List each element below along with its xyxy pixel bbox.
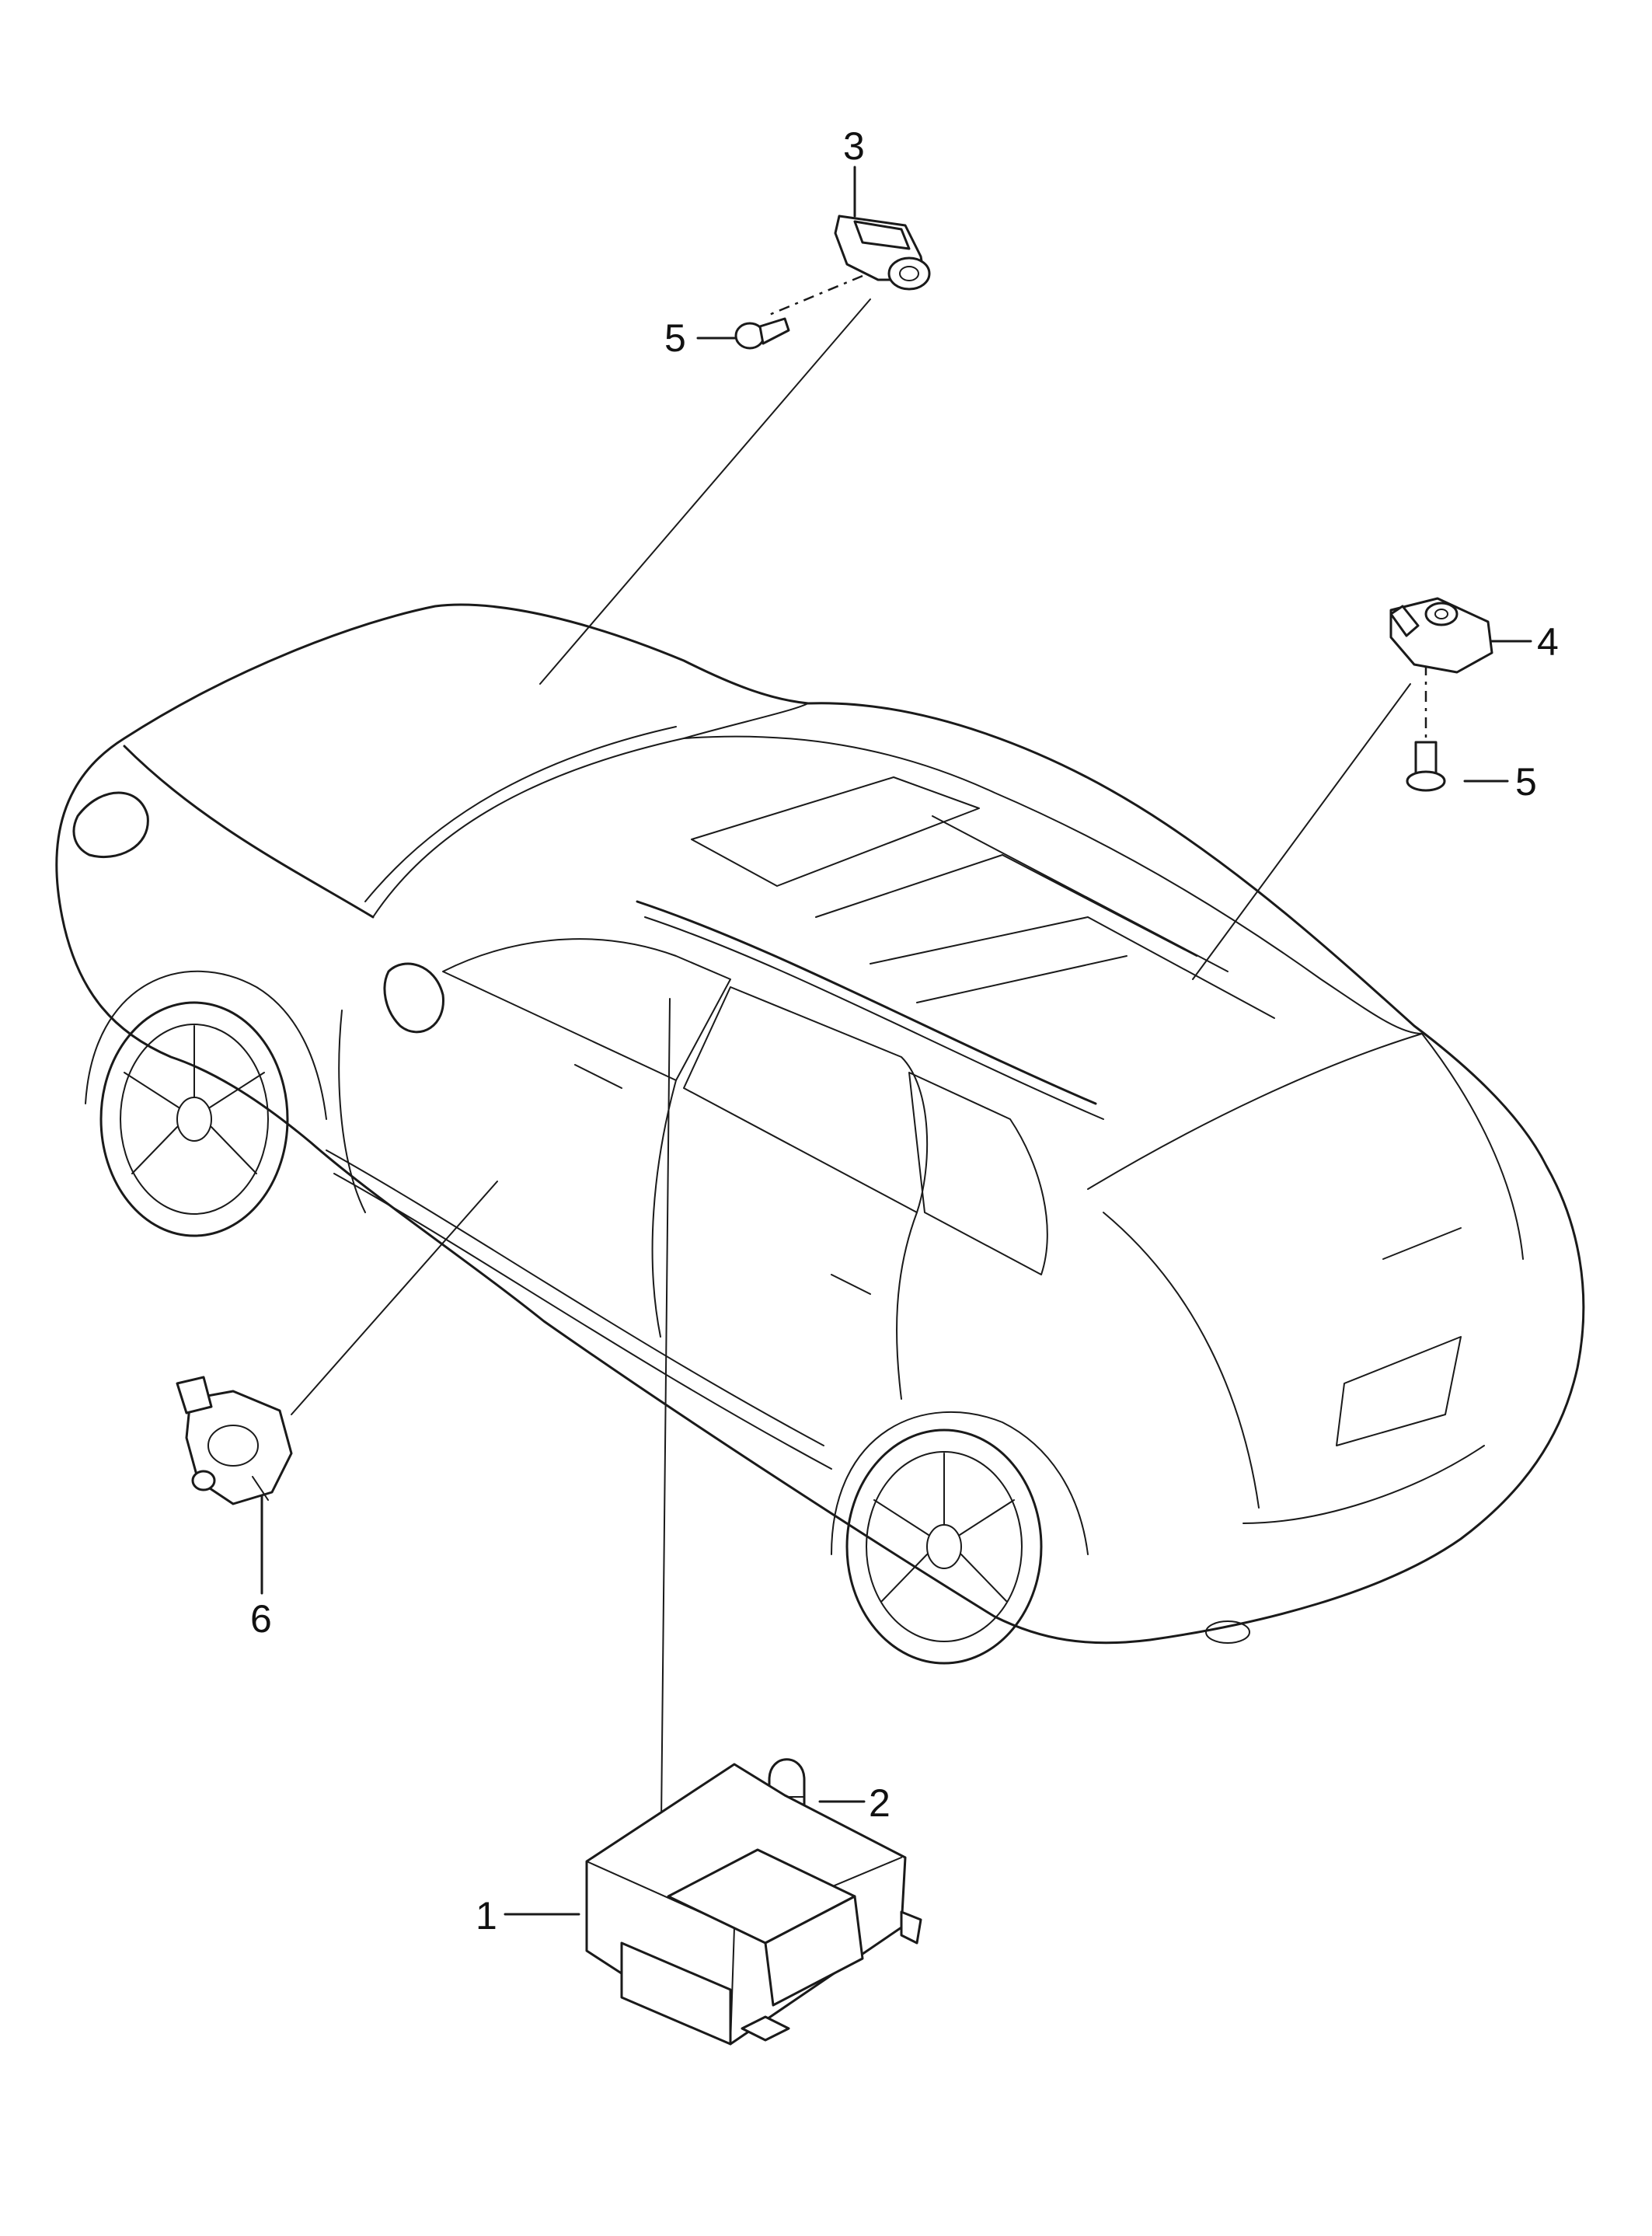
part-6-sensor[interactable] [176,1376,293,1505]
part-4-sensor[interactable] [1389,597,1493,674]
callout-2: 2 [869,1781,890,1825]
part-1-control-unit[interactable] [585,1763,922,2046]
front-wheel [99,1001,289,1237]
rear-wheel [845,1428,1043,1665]
callout-5-top: 5 [664,316,686,360]
part-5-screw-right[interactable] [1406,741,1446,792]
callout-labels: 3 5 4 5 6 2 1 [250,124,1559,1938]
callout-4: 4 [1537,620,1559,664]
part-3-sensor[interactable] [834,215,931,291]
leader-lines [260,166,1532,1920]
part-5-screw-top[interactable] [734,317,790,350]
callout-5-right: 5 [1515,760,1537,804]
vehicle-illustration [55,603,1585,1665]
callout-3: 3 [843,124,865,168]
callout-1: 1 [476,1894,497,1938]
callout-6: 6 [250,1597,272,1641]
